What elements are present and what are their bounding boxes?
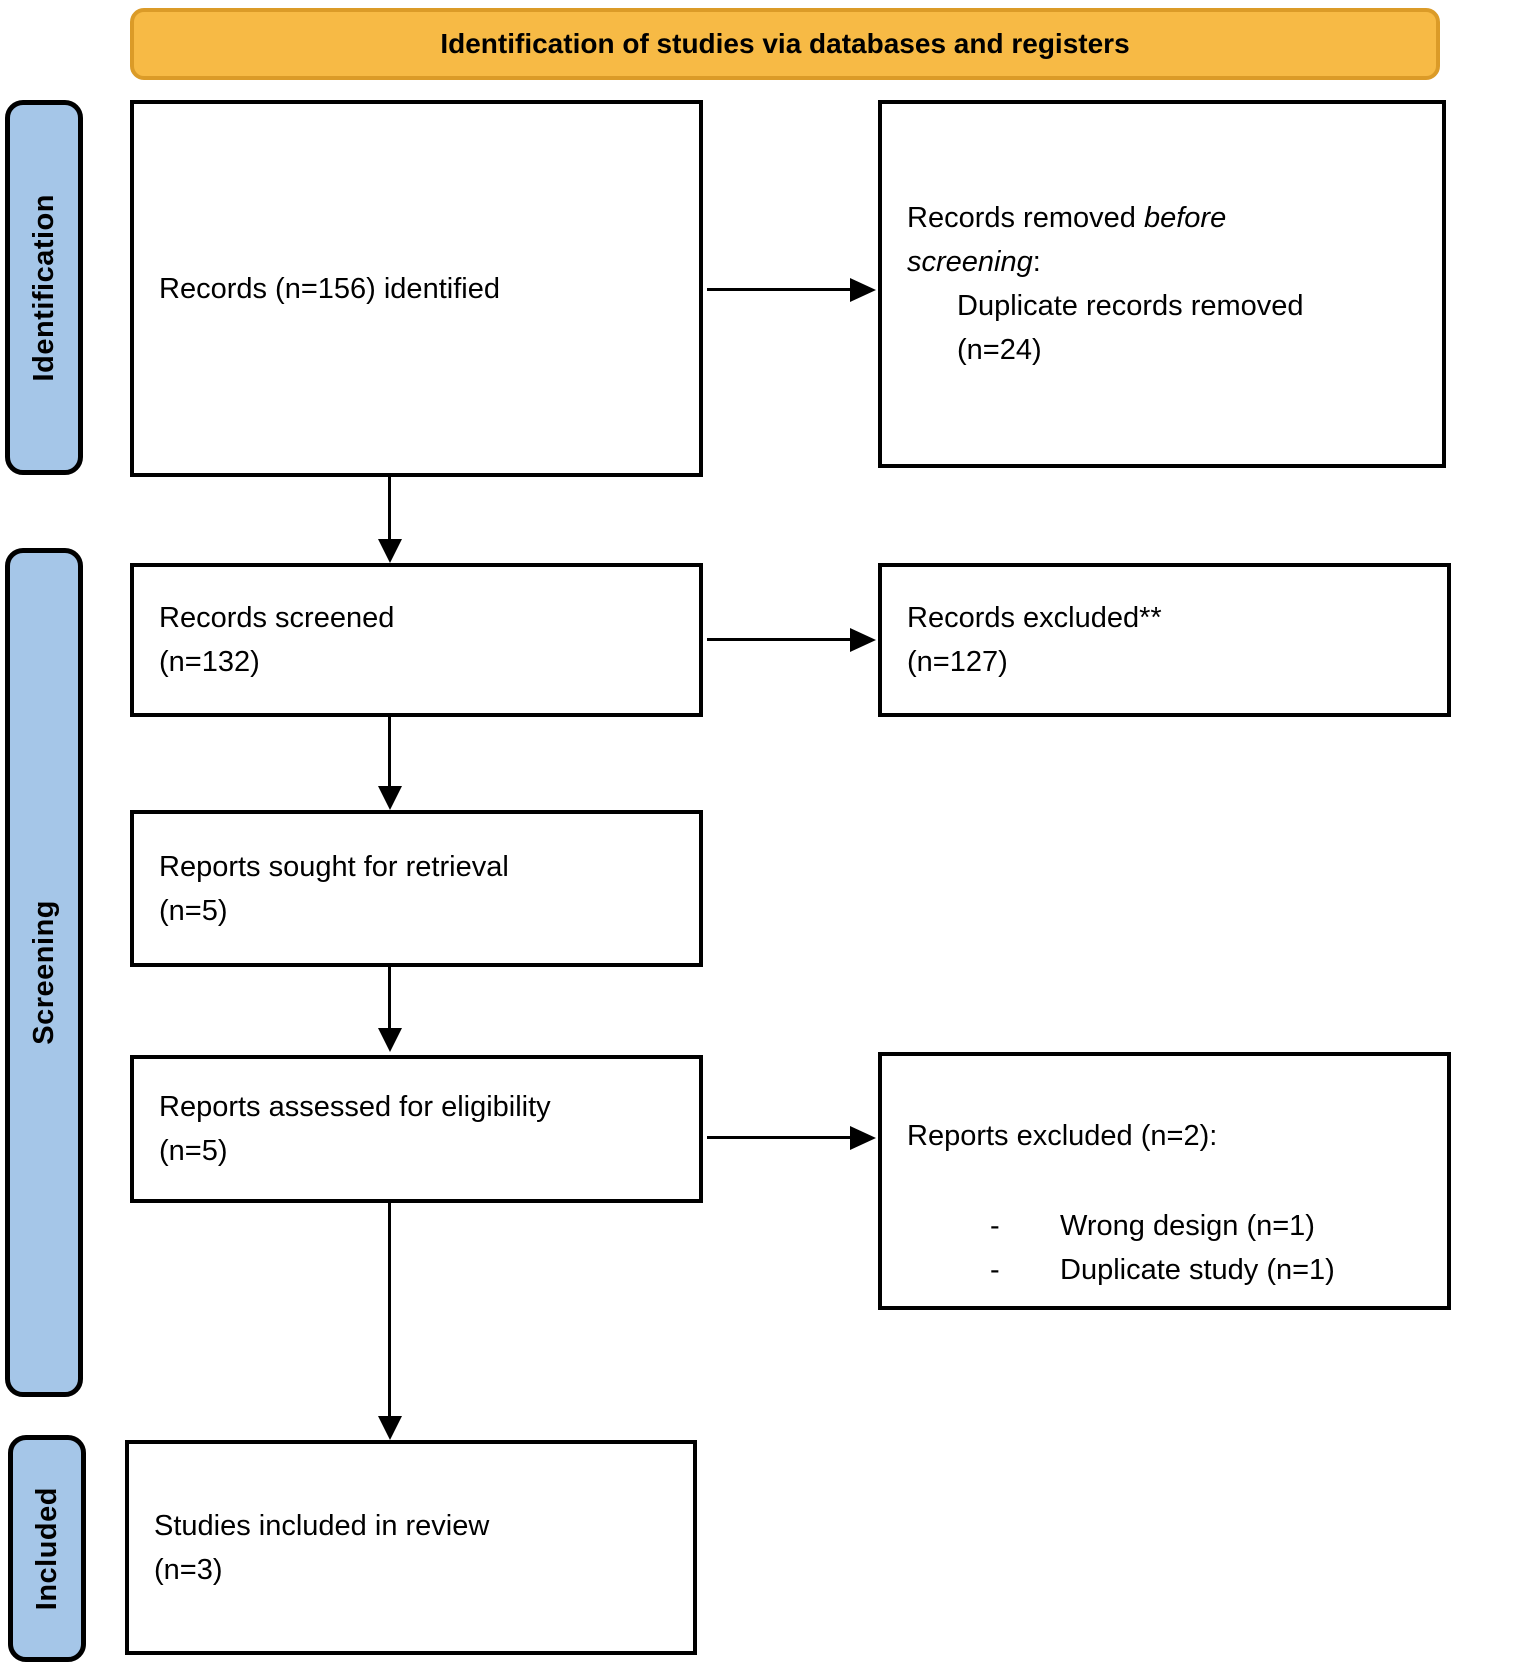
arrow-line-assessed-to-included <box>388 1203 391 1418</box>
arrow-line-assessed-to-reports-excluded <box>707 1136 850 1139</box>
box-reports-sought-for-retrieval: Reports sought for retrieval (n=5) <box>130 810 703 967</box>
duplicate-records-removed-text: Duplicate records removed <box>957 290 1304 322</box>
arrow-head-right-icon <box>850 628 876 652</box>
arrow-head-down-icon <box>378 1028 402 1052</box>
arrow-line-identified-to-screened <box>388 477 391 541</box>
arrow-head-down-icon <box>378 539 402 563</box>
stage-bar-identification: Identification <box>5 100 83 475</box>
bullet-dash: - <box>990 1210 1000 1242</box>
header-banner: Identification of studies via databases … <box>130 8 1440 80</box>
reports-sought-count: (n=5) <box>159 894 228 927</box>
stage-label-screening: Screening <box>27 900 60 1045</box>
box-reports-assessed-for-eligibility: Reports assessed for eligibility (n=5) <box>130 1055 703 1203</box>
reports-assessed-count: (n=5) <box>159 1135 228 1167</box>
reports-excluded-list: - Wrong design (n=1) - Duplicate study (… <box>907 1204 1435 1292</box>
reports-sought-text: Reports sought for retrieval <box>159 850 509 883</box>
arrow-head-right-icon <box>850 278 876 302</box>
box-records-excluded: Records excluded** (n=127) <box>878 563 1451 717</box>
box-records-identified: Records (n=156) identified <box>130 100 703 477</box>
arrow-line-identified-to-removed <box>707 288 850 291</box>
reports-excluded-header: Reports excluded (n=2): <box>907 1120 1218 1152</box>
studies-included-text: Studies included in review <box>154 1509 490 1542</box>
arrow-line-screened-to-sought <box>388 717 391 788</box>
box-studies-included-in-review: Studies included in review (n=3) <box>125 1440 697 1655</box>
duplicate-records-removed-count: (n=24) <box>957 334 1042 366</box>
stage-bar-screening: Screening <box>5 548 83 1397</box>
stage-label-identification: Identification <box>27 193 60 382</box>
list-item: - Duplicate study (n=1) <box>907 1248 1435 1292</box>
reports-excluded-item-1: Wrong design (n=1) <box>1060 1210 1315 1242</box>
records-excluded-count: (n=127) <box>907 646 1008 678</box>
bullet-dash: - <box>990 1254 1000 1286</box>
reports-excluded-item-2: Duplicate study (n=1) <box>1060 1254 1335 1286</box>
box-reports-excluded: Reports excluded (n=2): - Wrong design (… <box>878 1052 1451 1310</box>
list-item: - Wrong design (n=1) <box>907 1204 1435 1248</box>
records-identified-text: Records (n=156) identified <box>159 272 500 305</box>
reports-assessed-text: Reports assessed for eligibility <box>159 1091 551 1123</box>
arrow-line-sought-to-assessed <box>388 967 391 1030</box>
arrow-line-screened-to-excluded <box>707 638 850 641</box>
stage-label-included: Included <box>30 1486 63 1611</box>
studies-included-count: (n=3) <box>154 1553 223 1586</box>
arrow-head-down-icon <box>378 786 402 810</box>
stage-bar-included: Included <box>8 1435 86 1662</box>
arrow-head-down-icon <box>378 1416 402 1440</box>
header-title: Identification of studies via databases … <box>440 28 1130 59</box>
box-records-screened: Records screened (n=132) <box>130 563 703 717</box>
records-excluded-text: Records excluded** <box>907 602 1162 634</box>
arrow-head-right-icon <box>850 1126 876 1150</box>
records-removed-line2: screening: <box>907 246 1041 278</box>
records-screened-count: (n=132) <box>159 646 260 678</box>
records-screened-text: Records screened <box>159 602 395 634</box>
